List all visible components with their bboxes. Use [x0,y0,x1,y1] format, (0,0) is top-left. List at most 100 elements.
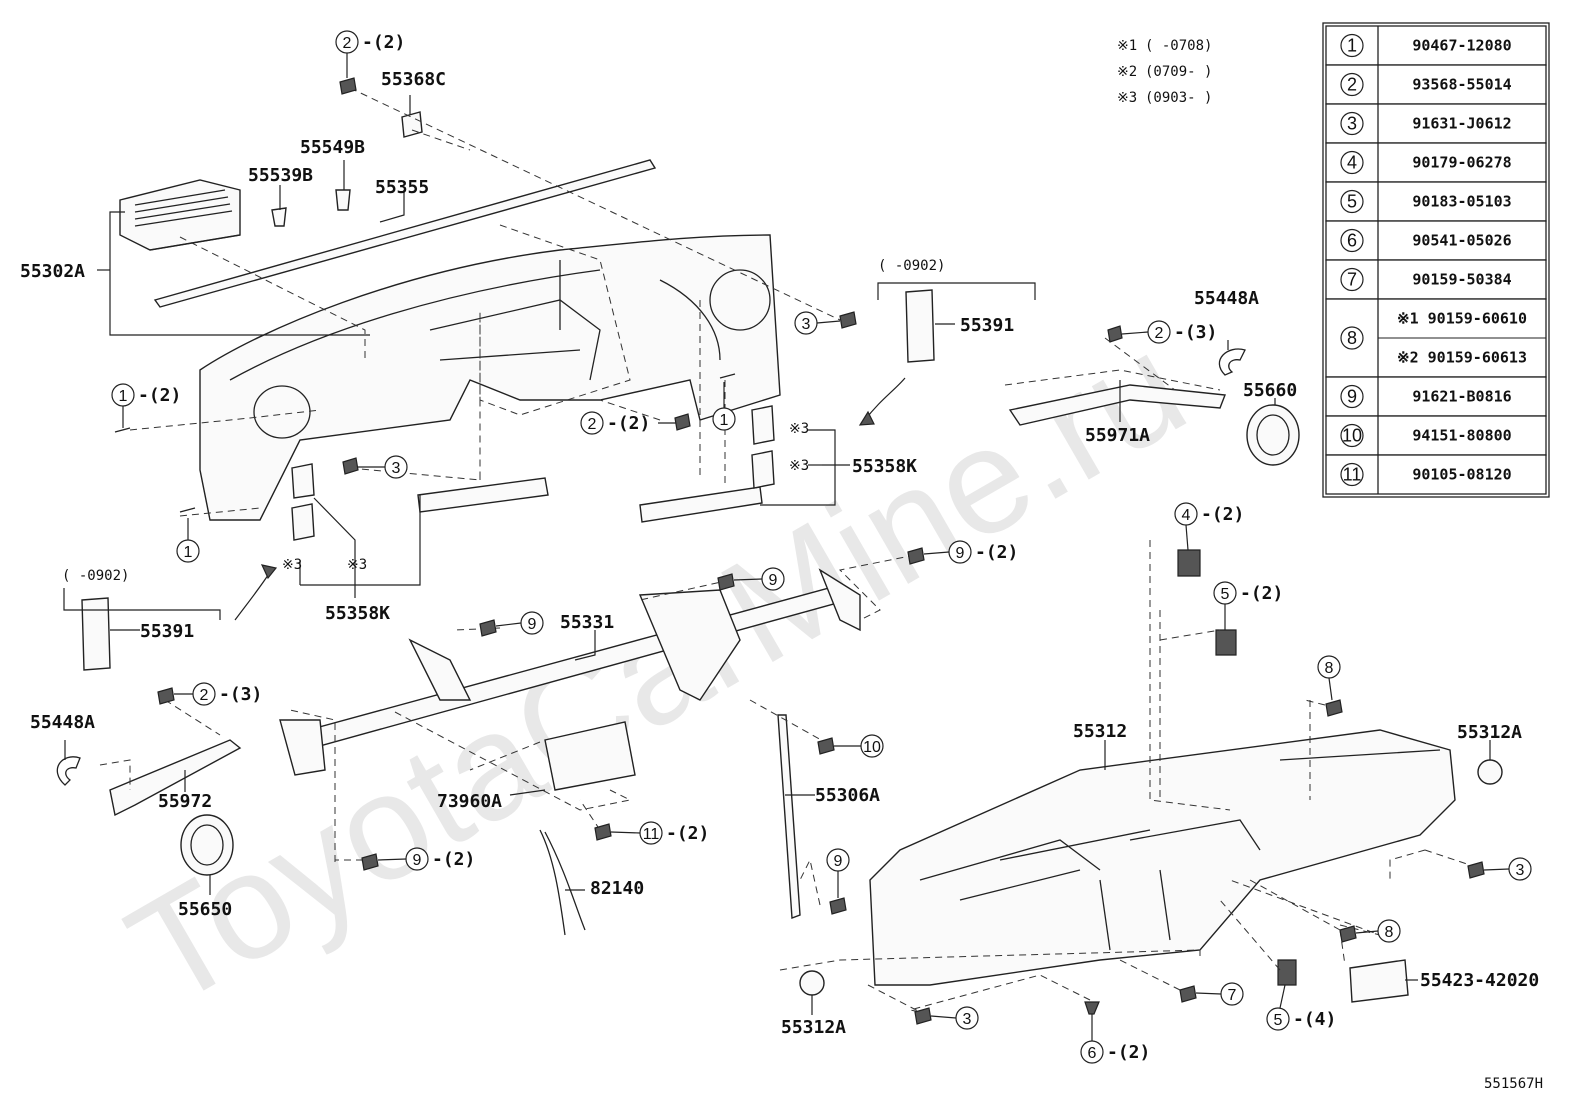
ring-55448A-right[interactable] [1218,348,1246,376]
reinforcement-beam-55331-part[interactable] [279,568,861,776]
callout-c9-c[interactable]: 9 [495,611,544,635]
label-55549B: 55549B [300,137,365,158]
label-55448A-left: 55448A [30,712,95,733]
svg-text:2: 2 [343,35,352,52]
label-55358K-left: 55358K [325,603,390,624]
callout-c9-d[interactable]: 9 -(2) [377,847,475,871]
svg-text:( -0708): ( -0708) [1145,38,1212,54]
svg-text:-(2): -(2) [1107,1042,1150,1063]
callout-c9-a[interactable]: 9 [733,567,785,591]
pad-55423-part[interactable] [1349,959,1409,1003]
upper-instrument-panel-part[interactable] [199,234,781,521]
callout-c1-mid[interactable]: 1 [712,382,736,431]
pad-left-lower[interactable] [291,503,315,541]
callout-c7[interactable]: 7 [1195,982,1244,1006]
vent-55650-part[interactable] [180,814,234,876]
svg-text:3: 3 [1516,862,1525,879]
callout-c4[interactable]: 4 -(2) [1174,502,1244,551]
svg-text:1: 1 [119,388,128,405]
clip-55312A-right[interactable] [1477,759,1503,785]
svg-text:5: 5 [1221,586,1230,603]
callout-c2-right[interactable]: 2 -(3) [1121,320,1217,344]
mark-3-a: ※3 [282,557,302,573]
callout-c5-top[interactable]: 5 -(2) [1213,581,1283,630]
callout-c10[interactable]: 10 [834,734,884,758]
table-row-number-badge [1340,33,1364,58]
callout-c2-top[interactable]: 2 -(2) [335,30,405,78]
lower-instrument-panel-55312-part[interactable] [869,729,1456,986]
clip-55368C-part[interactable] [401,111,423,138]
panel-55391-right-part[interactable] [905,289,935,363]
nut-5-bottom [1277,959,1297,986]
table-row-number: 9 [1347,387,1357,407]
bolts [114,77,1485,1025]
duct-55972-part[interactable] [109,739,242,817]
callout-c8-bot[interactable]: 8 [1355,919,1401,943]
table-row-number-badge [1340,326,1364,350]
pad-right-lower[interactable] [751,450,775,489]
vent-55660-part[interactable] [1246,404,1300,466]
svg-text:-(2): -(2) [607,413,650,434]
wire-harness-82140-part[interactable] [539,829,586,936]
svg-text:2: 2 [588,416,597,433]
callout-c3-left[interactable]: 3 [358,455,408,479]
svg-text:7: 7 [1228,987,1237,1004]
pad-left-upper[interactable] [291,463,315,499]
label-55423-42020: 55423-42020 [1420,970,1539,991]
clip-55539B-part[interactable] [271,207,287,227]
cover-55358K-left-part[interactable] [417,477,549,513]
label-55660: 55660 [1243,380,1297,401]
clip-55312A-bottom[interactable] [799,970,825,996]
svg-text:2: 2 [1155,325,1164,342]
callout-c3-bot[interactable]: 3 [930,1006,979,1030]
speaker-grille-part[interactable] [119,179,241,251]
table-row-number: 10 [1342,426,1362,446]
callout-c9-e[interactable]: 9 [826,848,850,898]
callout-c3-top[interactable]: 3 [794,311,841,335]
label-55972: 55972 [158,791,212,812]
table-row-number: 11 [1343,465,1362,485]
diagram-code: 551567H [1484,1076,1543,1092]
clip-55549B-part[interactable] [335,189,351,211]
svg-text:9: 9 [528,616,537,633]
pad-right-upper[interactable] [751,405,775,445]
table-row-number-badge [1340,267,1364,292]
callout-c2-left[interactable]: 2 -(3) [174,682,262,706]
defroster-strip-part[interactable] [153,159,657,308]
table-row-number: 5 [1347,192,1357,212]
label-55368C: 55368C [381,69,446,90]
table-row-number: 8 [1347,328,1357,348]
duct-55971A-part[interactable] [1008,384,1226,426]
ring-55448A-left[interactable] [56,756,81,786]
table-part-number: 94151-80800 [1412,427,1511,445]
svg-text:3: 3 [392,460,401,477]
cover-55358K-right-part[interactable] [639,486,763,523]
callout-c5-bot[interactable]: 5 -(4) [1266,984,1336,1031]
svg-text:9: 9 [769,572,778,589]
svg-text:-(4): -(4) [1293,1009,1336,1030]
clip-6 [1084,1001,1100,1015]
callout-c2-mid[interactable]: 2 -(2) [580,411,676,435]
callout-c1-lower[interactable]: 1 [176,518,200,563]
svg-text:9: 9 [834,853,843,870]
callout-c1-left[interactable]: 1 -(2) [111,383,181,428]
callout-c9-b[interactable]: 9 -(2) [923,540,1018,564]
table-part-number: 90105-08120 [1412,466,1511,484]
label-55650: 55650 [178,899,232,920]
svg-text:(0903- ): (0903- ) [1145,90,1212,106]
callout-c3-right[interactable]: 3 [1483,857,1532,881]
callout-c11[interactable]: 11 -(2) [610,821,709,845]
callout-c8-top[interactable]: 8 [1317,655,1341,701]
brace-55306A-part[interactable] [777,714,801,919]
module-73960A-part[interactable] [544,721,636,791]
svg-text:※2: ※2 [1117,64,1137,80]
callout-c6[interactable]: 6 -(2) [1080,1014,1150,1064]
panel-55391-left-part[interactable] [81,597,111,671]
svg-text:1: 1 [720,412,729,429]
table-part-number: 91621-B0816 [1412,388,1511,406]
